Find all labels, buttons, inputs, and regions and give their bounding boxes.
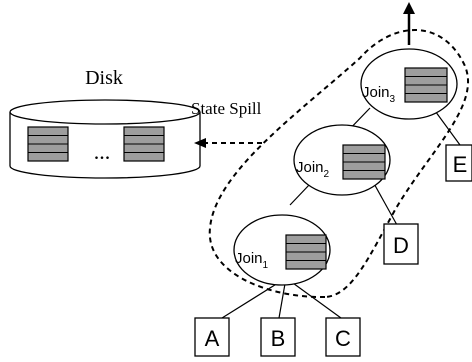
join1-state-icon [285, 234, 327, 270]
join3-node: Join3 [360, 48, 458, 120]
state-spill-arrow [194, 138, 262, 148]
relation-A: A [194, 317, 230, 357]
disk-label: Disk [85, 67, 123, 89]
disk-cylinder: ... [9, 99, 201, 179]
relation-B: B [260, 317, 296, 357]
svg-text:A: A [205, 326, 220, 351]
output-arrow [403, 2, 415, 45]
join2-label: Join2 [296, 159, 330, 180]
join3-label: Join3 [362, 84, 396, 105]
disk-state-icon-right [123, 126, 165, 162]
relation-C: C [325, 317, 361, 357]
join1-label: Join1 [235, 250, 269, 271]
svg-text:E: E [453, 152, 468, 177]
svg-text:C: C [335, 326, 351, 351]
join2-state-icon [342, 144, 386, 180]
svg-text:B: B [271, 326, 286, 351]
relation-D: D [383, 223, 419, 265]
disk-ellipsis: ... [94, 139, 111, 164]
disk-state-icon-left [27, 126, 69, 162]
join1-node: Join1 [233, 214, 331, 286]
join3-state-icon [404, 67, 448, 103]
join2-node: Join2 [293, 124, 391, 196]
relation-E: E [445, 144, 472, 182]
spill-region-boundary [208, 29, 469, 299]
state-spill-label: State Spill [191, 99, 262, 118]
svg-text:D: D [393, 233, 409, 258]
